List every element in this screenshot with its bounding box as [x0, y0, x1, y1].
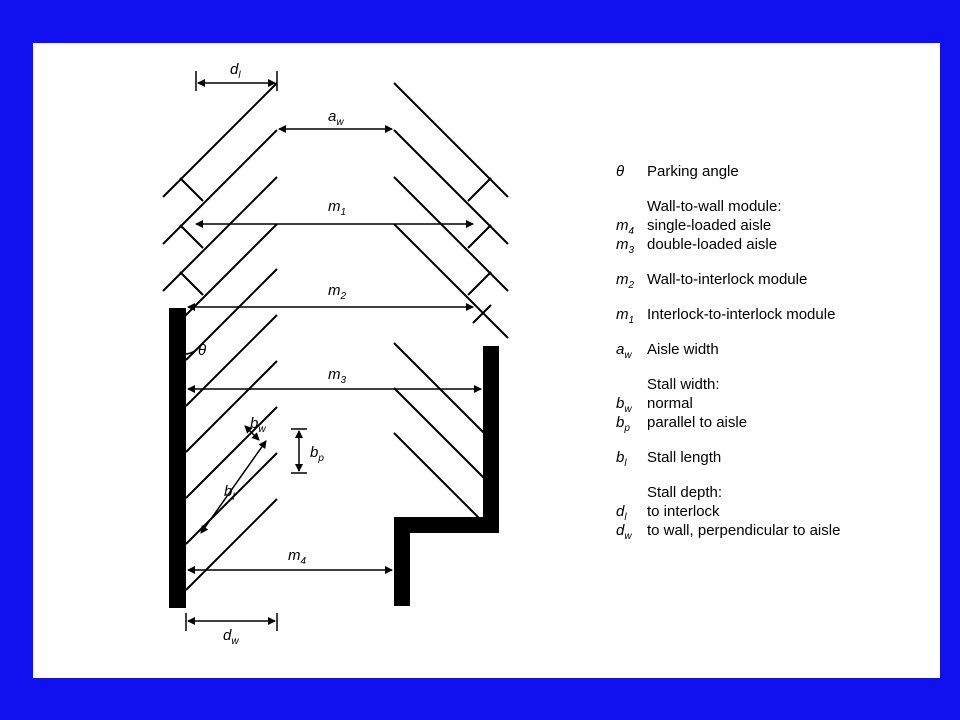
bw-dimension [244, 425, 260, 441]
legend-row-m3: m3 double-loaded aisle [616, 235, 916, 256]
legend-row-dw: dw to wall, perpendicular to aisle [616, 521, 916, 542]
label-aw: aw [328, 108, 344, 128]
legend-symbol: dw [616, 522, 632, 542]
label-bl: bl [224, 483, 235, 503]
legend-heading-stall-width: Stall width: [616, 375, 916, 394]
legend-text: normal [647, 395, 693, 412]
legend-row-m1: m1 Interlock-to-interlock module [616, 305, 916, 326]
stall-line [393, 129, 509, 245]
theta-arc [185, 345, 201, 355]
stall-line [179, 271, 204, 296]
stall-line [179, 224, 204, 249]
legend-row-m2: m2 Wall-to-interlock module [616, 270, 916, 291]
legend-text: to interlock [647, 503, 720, 520]
legend-text: parallel to aisle [647, 414, 748, 431]
legend-text: Wall-to-interlock module [647, 271, 808, 288]
legend-heading: Wall-to-wall module: [647, 198, 782, 215]
stall-line [393, 387, 485, 479]
stall-line [467, 177, 492, 202]
legend-symbol: aw [616, 341, 632, 361]
legend-heading-wall-to-wall: Wall-to-wall module: [616, 197, 916, 216]
legend-text: Stall length [647, 449, 722, 466]
stall-line [467, 224, 492, 249]
stall-line [185, 268, 278, 361]
legend-symbol: bw [616, 395, 632, 415]
legend-heading: Stall depth: [647, 484, 723, 501]
legend-symbol: m4 [616, 217, 635, 237]
legend-row-bw: bw normal [616, 394, 916, 415]
legend-symbol: m3 [616, 236, 635, 256]
legend-row-bl: bl Stall length [616, 448, 916, 469]
bl-dimension [200, 440, 267, 534]
stall-line [472, 304, 492, 324]
parking-layout-diagram: dl aw m1 m2 m3 m4 θ bw bp bl dw [162, 61, 509, 647]
legend-text: single-loaded aisle [647, 217, 772, 234]
legend-text: Interlock-to-interlock module [647, 306, 836, 323]
stall-line [393, 342, 485, 434]
label-dl: dl [230, 61, 241, 81]
legend-row-m4: m4 single-loaded aisle [616, 216, 916, 237]
label-m4: m4 [288, 547, 307, 567]
stall-line [185, 314, 278, 407]
stall-line [393, 432, 485, 524]
stall-line [162, 82, 278, 198]
legend-symbol: m1 [616, 306, 635, 326]
legend-text: to wall, perpendicular to aisle [647, 522, 841, 539]
legend-text: double-loaded aisle [647, 236, 778, 253]
stall-line [162, 176, 278, 292]
stall-line [393, 223, 509, 339]
right-wall-step [394, 517, 499, 606]
legend-row-bp: bp parallel to aisle [616, 413, 916, 434]
legend-text: Aisle width [647, 341, 719, 358]
label-m2: m2 [328, 282, 347, 302]
legend-symbol: θ [616, 163, 625, 180]
label-m1: m1 [328, 198, 346, 218]
label-dw: dw [223, 627, 239, 647]
stall-line [185, 498, 278, 591]
right-wall [483, 346, 499, 533]
legend-row-dl: dl to interlock [616, 502, 916, 523]
stall-line [185, 360, 278, 453]
symbol-legend: θ Parking angle Wall-to-wall module: m4 … [616, 162, 916, 542]
stall-line [162, 129, 278, 245]
label-m3: m3 [328, 366, 347, 386]
legend-text: Parking angle [647, 163, 739, 180]
stall-line [179, 177, 204, 202]
legend-symbol: bl [616, 449, 627, 469]
legend-row-theta: θ Parking angle [616, 162, 916, 181]
legend-row-aw: aw Aisle width [616, 340, 916, 361]
legend-symbol: dl [616, 503, 627, 523]
slide-panel: dl aw m1 m2 m3 m4 θ bw bp bl dw θ Parkin… [33, 43, 940, 678]
legend-heading: Stall width: [647, 376, 720, 393]
left-wall [169, 308, 186, 608]
label-theta: θ [198, 342, 206, 359]
label-bp: bp [310, 444, 324, 464]
stall-line [467, 271, 492, 296]
legend-symbol: bp [616, 414, 630, 434]
stall-line [393, 176, 509, 292]
stall-line [393, 82, 509, 198]
legend-symbol: m2 [616, 271, 635, 291]
legend-heading-stall-depth: Stall depth: [616, 483, 916, 502]
label-bw: bw [250, 415, 266, 435]
